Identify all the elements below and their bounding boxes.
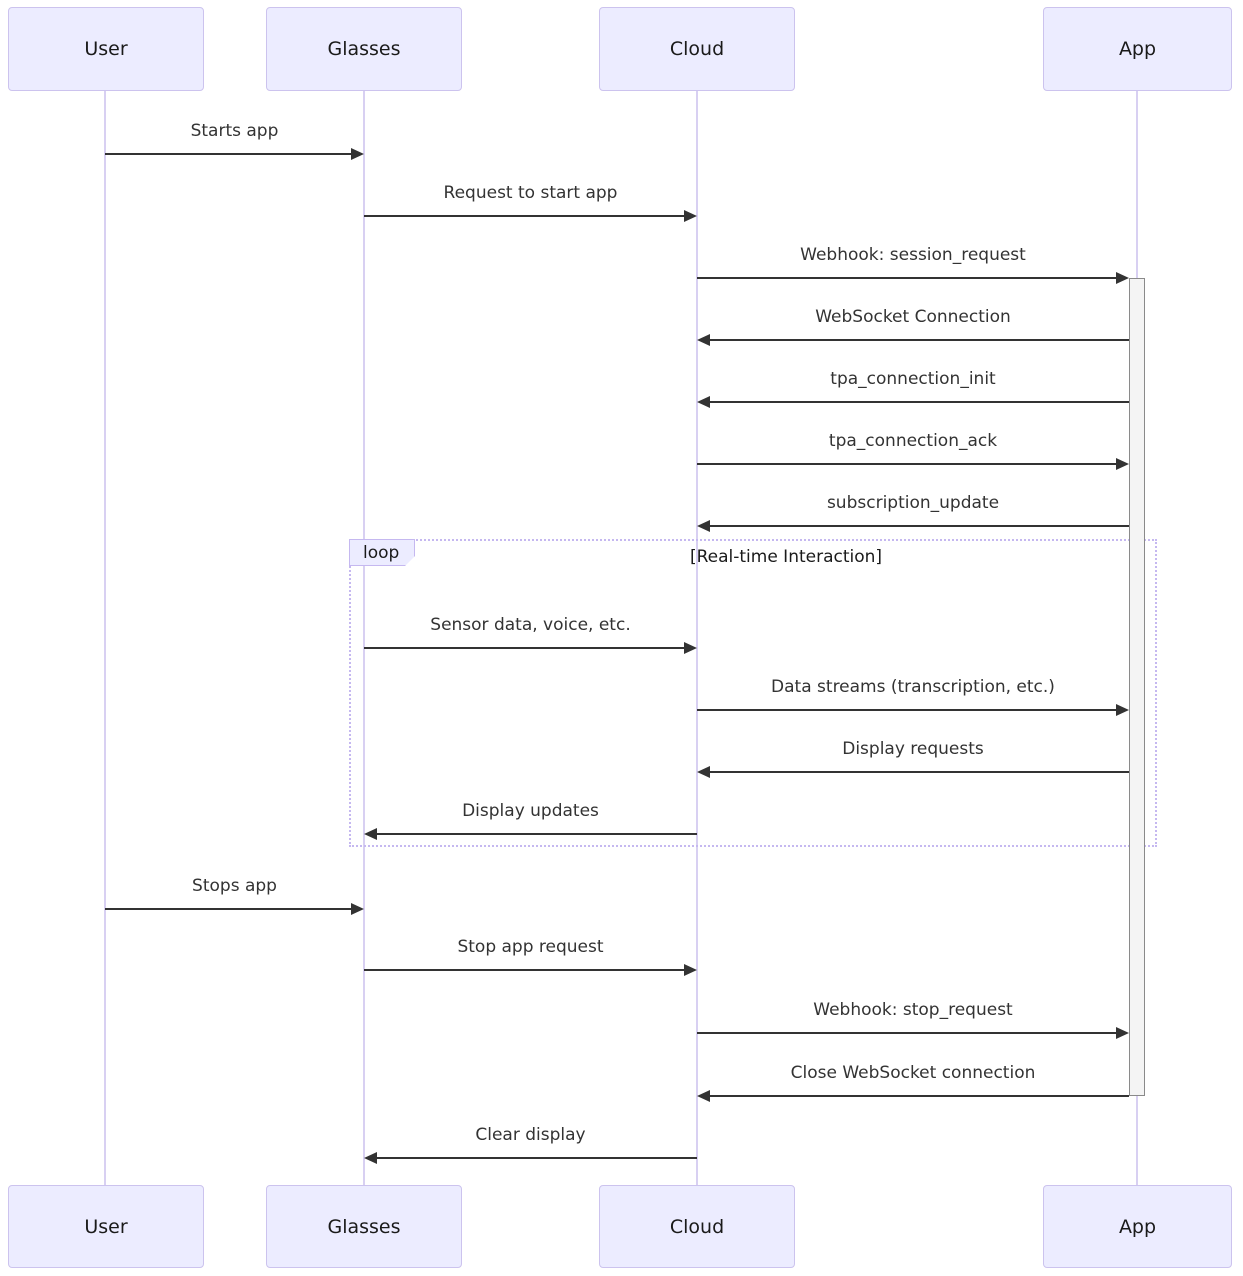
loop-box <box>349 539 1157 847</box>
message-arrowhead <box>697 334 710 346</box>
actor-box-top-app: App <box>1043 7 1232 91</box>
message-line <box>697 463 1118 465</box>
lifeline-user <box>104 91 106 1185</box>
message-line <box>364 647 686 649</box>
message-label: Sensor data, voice, etc. <box>430 615 631 635</box>
message-arrowhead <box>684 642 697 654</box>
loop-label: loop <box>349 539 415 566</box>
message-label: Stops app <box>192 876 277 896</box>
message-arrowhead <box>697 1090 710 1102</box>
actor-box-bottom-glasses: Glasses <box>266 1185 462 1268</box>
message-label: Data streams (transcription, etc.) <box>771 677 1055 697</box>
message-arrowhead <box>697 766 710 778</box>
message-line <box>375 833 697 835</box>
message-arrowhead <box>351 903 364 915</box>
message-arrowhead <box>364 828 377 840</box>
message-line <box>697 709 1118 711</box>
actor-box-bottom-cloud: Cloud <box>599 1185 795 1268</box>
message-arrowhead <box>697 520 710 532</box>
message-line <box>105 908 353 910</box>
message-line <box>105 153 353 155</box>
message-label: Close WebSocket connection <box>790 1063 1036 1083</box>
message-label: Starts app <box>190 121 279 141</box>
message-label: Request to start app <box>443 183 618 203</box>
message-line <box>708 339 1129 341</box>
message-line <box>708 1095 1129 1097</box>
message-line <box>708 525 1129 527</box>
message-line <box>697 277 1118 279</box>
actor-box-bottom-app: App <box>1043 1185 1232 1268</box>
message-arrowhead <box>1116 704 1129 716</box>
actor-box-bottom-user: User <box>8 1185 204 1268</box>
message-arrowhead <box>364 1152 377 1164</box>
message-label: Clear display <box>475 1125 586 1145</box>
message-line <box>364 215 686 217</box>
message-arrowhead <box>1116 272 1129 284</box>
message-arrowhead <box>1116 1027 1129 1039</box>
message-label: Webhook: session_request <box>800 245 1026 265</box>
message-line <box>697 1032 1118 1034</box>
actor-box-top-user: User <box>8 7 204 91</box>
message-label: WebSocket Connection <box>815 307 1011 327</box>
message-label: tpa_connection_ack <box>828 431 998 451</box>
actor-box-top-cloud: Cloud <box>599 7 795 91</box>
message-arrowhead <box>697 396 710 408</box>
message-arrowhead <box>684 964 697 976</box>
message-label: Display requests <box>842 739 984 759</box>
actor-box-top-glasses: Glasses <box>266 7 462 91</box>
message-label: Stop app request <box>457 937 604 957</box>
message-line <box>708 401 1129 403</box>
loop-title: [Real-time Interaction] <box>689 547 883 567</box>
message-arrowhead <box>1116 458 1129 470</box>
message-label: Webhook: stop_request <box>813 1000 1013 1020</box>
message-line <box>708 771 1129 773</box>
message-label: subscription_update <box>826 493 1000 513</box>
message-arrowhead <box>351 148 364 160</box>
message-line <box>375 1157 697 1159</box>
activation-bar-app <box>1129 278 1145 1096</box>
lifeline-glasses <box>363 91 365 1185</box>
message-label: Display updates <box>462 801 599 821</box>
message-label: tpa_connection_init <box>830 369 996 389</box>
message-line <box>364 969 686 971</box>
lifeline-cloud <box>696 91 698 1185</box>
message-arrowhead <box>684 210 697 222</box>
